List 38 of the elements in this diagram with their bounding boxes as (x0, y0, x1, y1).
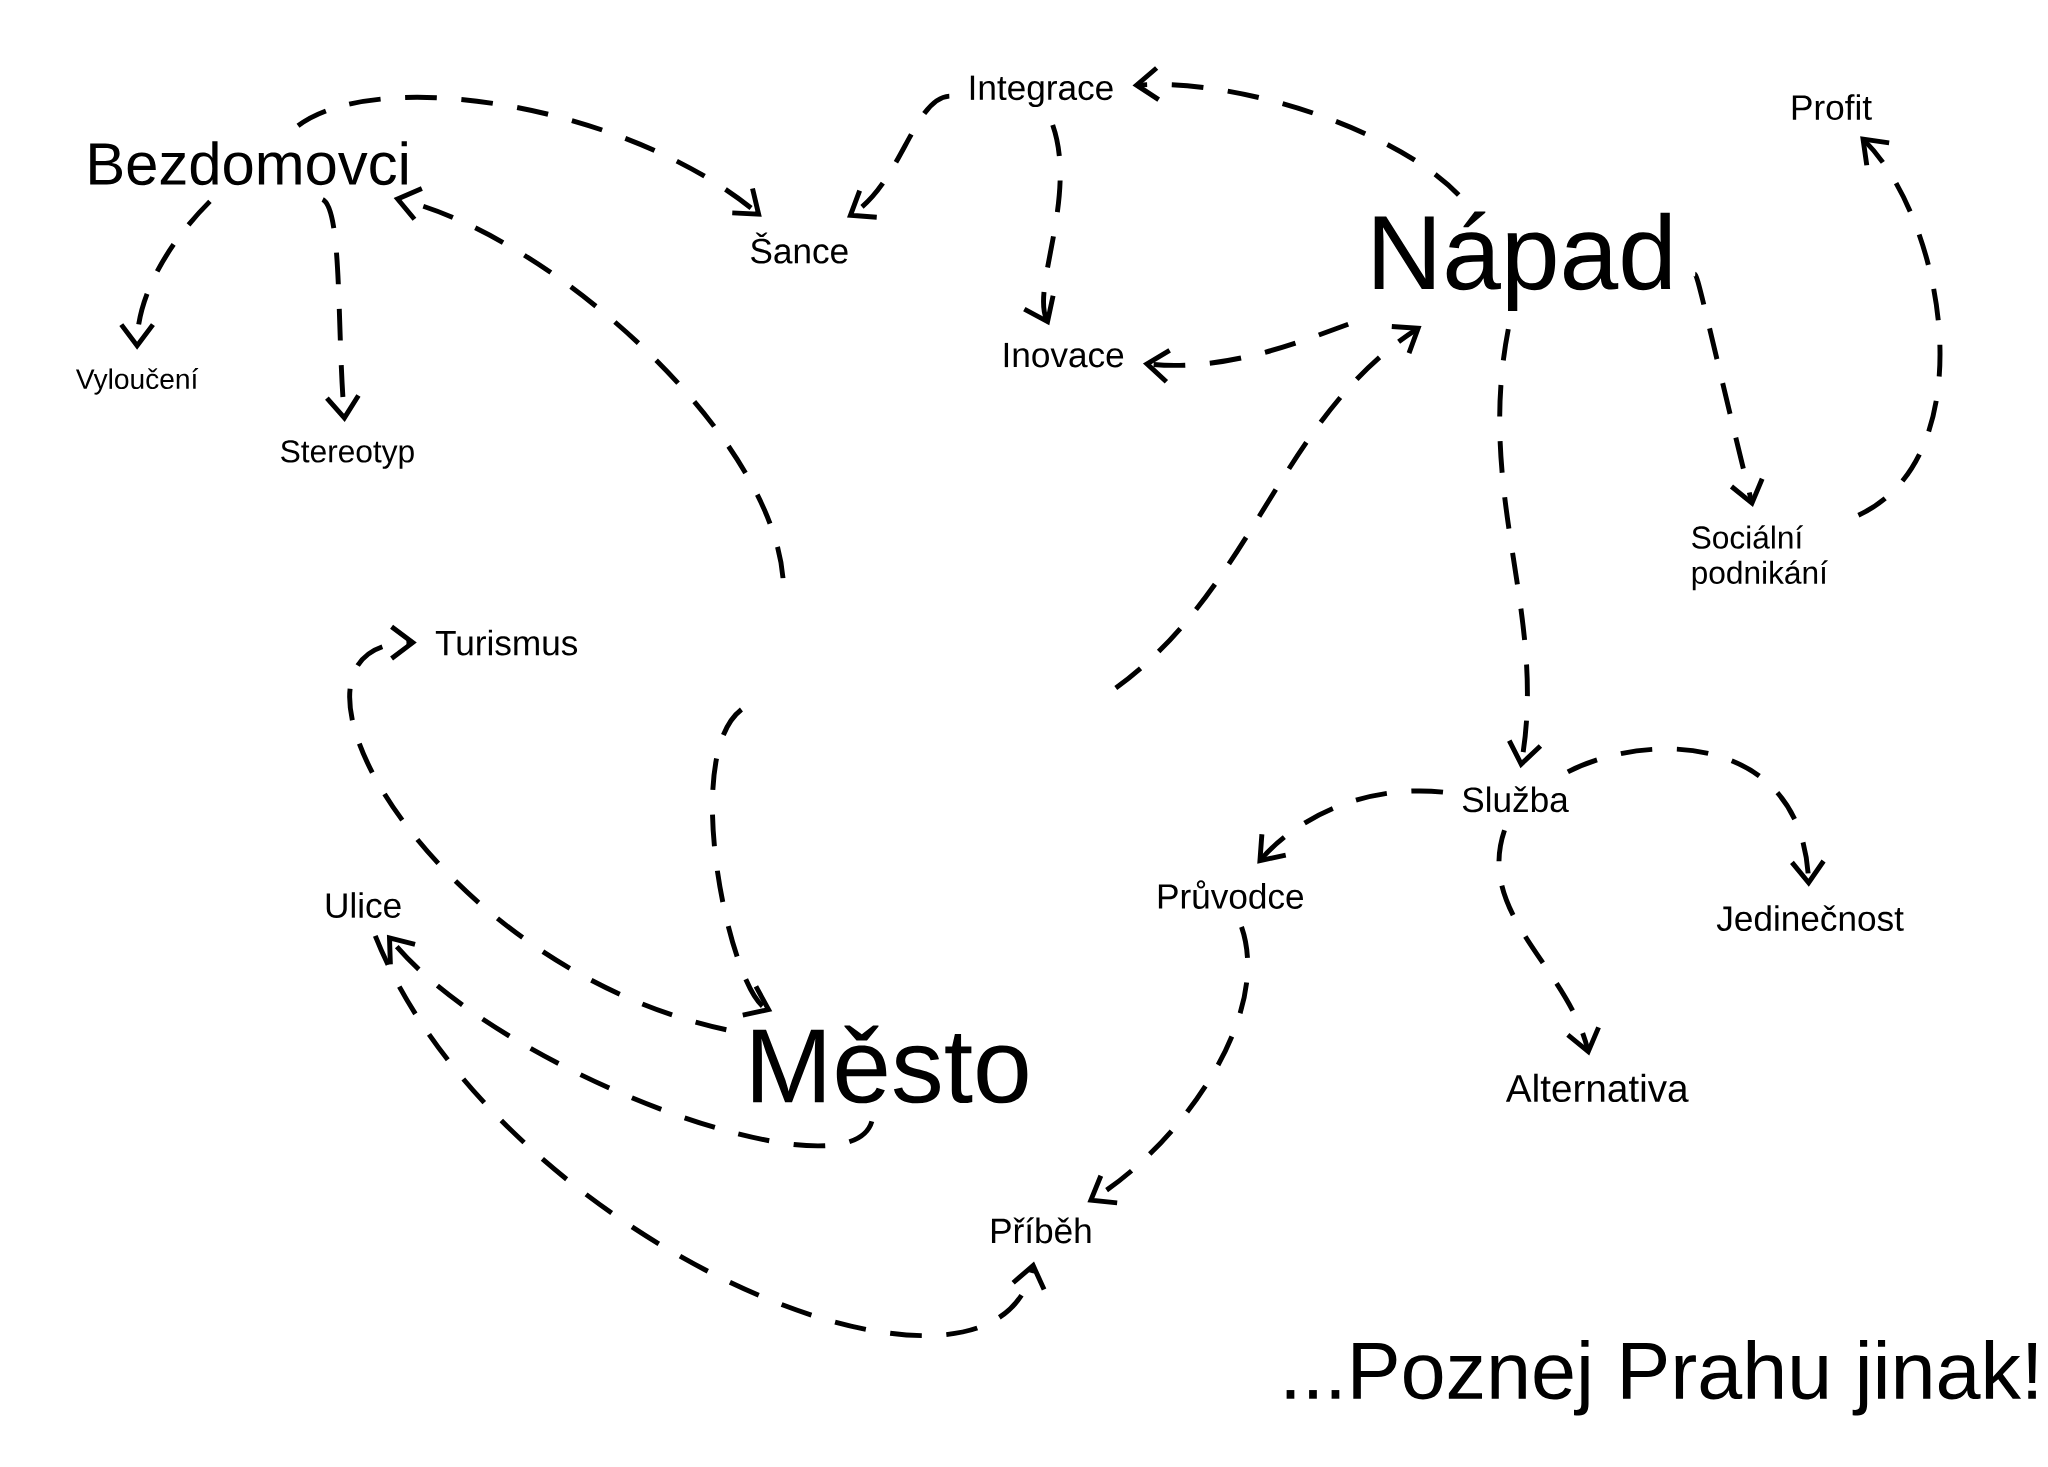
dashed-arrow (1692, 273, 1765, 508)
dashed-arrow (1023, 124, 1063, 326)
node-label: Vyloučení (75, 368, 199, 395)
dashed-arrow (296, 95, 762, 217)
central-label: Město (753, 1025, 1028, 1104)
dashed-arrow (1114, 324, 1422, 690)
dashed-arrow (1087, 926, 1250, 1206)
node-label: Průvodce (1158, 880, 1303, 909)
node-label: Alternativa (1505, 1073, 1689, 1103)
dashed-arrow (386, 934, 874, 1148)
dashed-arrow (1132, 66, 1461, 197)
central-label: Nápad (1374, 211, 1671, 311)
node-label: Jedinečnost (1716, 905, 1904, 932)
slogan-text: ...Poznej Prahu jinak! (1286, 1340, 2037, 1416)
dashed-arrow (1857, 136, 1942, 518)
dashed-arrow (373, 934, 1047, 1338)
dashed-arrow (119, 199, 212, 350)
node-label: Služba (1462, 786, 1569, 813)
node-label: Bezdomovci (90, 141, 407, 186)
dashed-arrow (1566, 746, 1826, 887)
dashed-arrow (710, 707, 773, 1018)
node-label: Sociální podnikání (1692, 525, 1828, 591)
dashed-arrow (1142, 321, 1350, 384)
node-label: Integrace (970, 75, 1113, 108)
node-label: Profit (1792, 94, 1872, 120)
dashed-arrow (847, 93, 950, 220)
node-label: Turismus (435, 629, 578, 656)
dashed-arrow (1496, 829, 1601, 1056)
dashed-arrow (1257, 788, 1444, 864)
dashed-arrow (1497, 328, 1543, 769)
node-label: Šance (751, 232, 848, 264)
node-label: Stereotyp (281, 440, 414, 469)
dashed-arrow (320, 197, 361, 422)
node-label: Inovace (1004, 342, 1124, 368)
node-label: Příběh (992, 1217, 1091, 1244)
node-label: Ulice (326, 892, 401, 918)
dashed-arrow (393, 186, 786, 579)
dashed-arrow (347, 624, 728, 1033)
